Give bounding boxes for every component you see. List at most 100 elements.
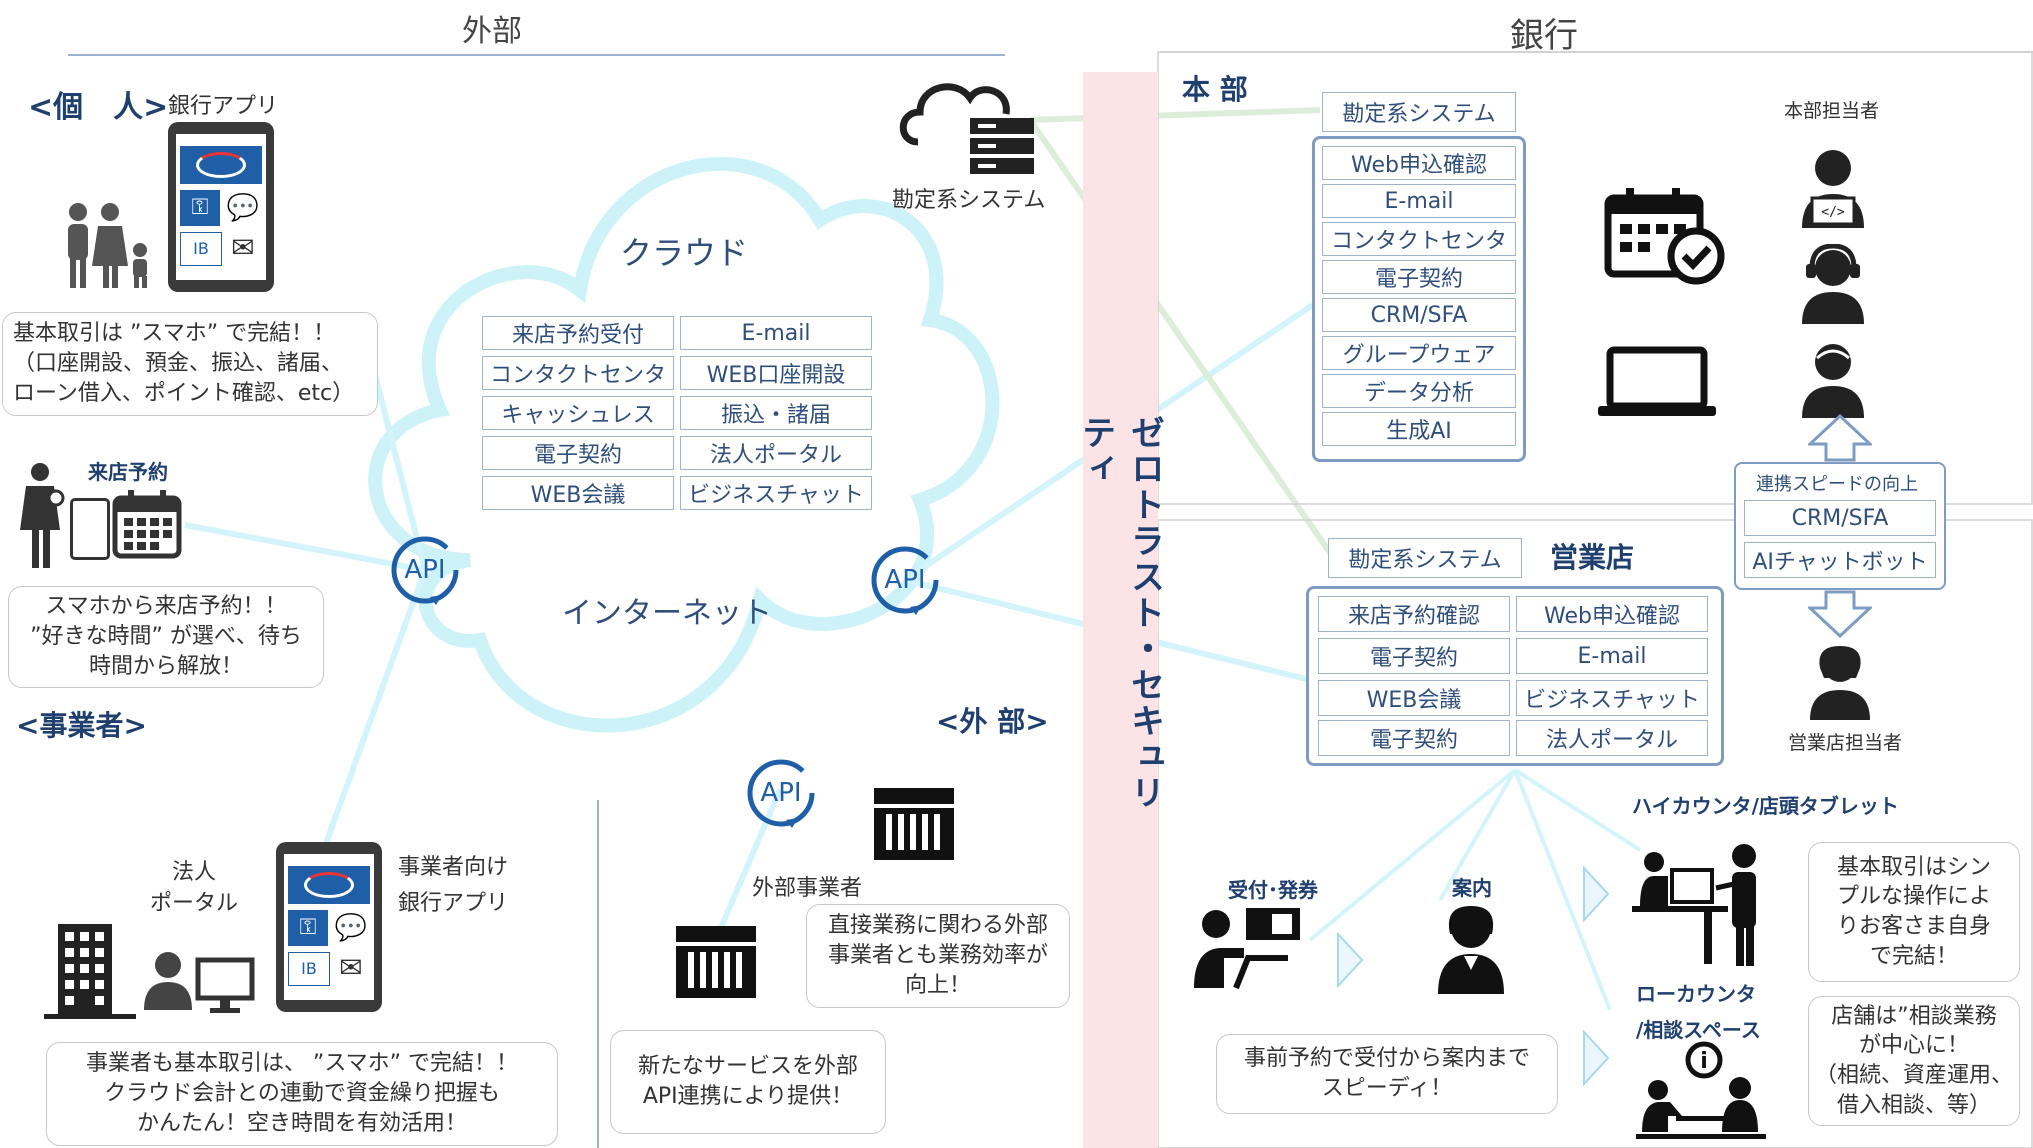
vendor-building-icon-2 <box>676 926 756 998</box>
hq-system-7: 生成AI <box>1322 412 1516 446</box>
ib-icon: IB <box>180 232 222 266</box>
branch-system-0-0: 来店予約確認 <box>1318 596 1510 632</box>
svg-text:</>: </> <box>1821 205 1845 220</box>
business-bubble: 事業者も基本取引は、 ”スマホ” で完結！！ クラウド会計との連動で資金繰り把握… <box>46 1042 558 1146</box>
developer-icon: </> <box>1802 150 1864 228</box>
ib-icon: IB <box>288 952 330 986</box>
guide-label: 案内 <box>1452 876 1492 900</box>
hq-staff-label: 本部担当者 <box>1784 100 1880 122</box>
external-header: 外部 <box>462 14 522 49</box>
svg-text:i: i <box>1700 1049 1708 1074</box>
hq-system-0: Web申込確認 <box>1322 146 1516 180</box>
laptop-icon <box>1598 346 1716 416</box>
branch-system-1-1: E-mail <box>1516 638 1708 674</box>
hq-title: 本 部 <box>1182 73 1248 106</box>
right-arrow-icon <box>1337 932 1364 988</box>
branch-system-0-1: Web申込確認 <box>1516 596 1708 632</box>
business-app-label: 事業者向け 銀行アプリ <box>398 855 509 917</box>
link-item-1: AIチャットボット <box>1744 542 1936 578</box>
hq-core-system: 勘定系システム <box>1322 92 1516 132</box>
mail-icon: ✉ <box>339 951 363 984</box>
reservation-label: 来店予約 <box>88 460 168 484</box>
cloud-service-4-1: ビジネスチャット <box>680 476 872 510</box>
branch-system-2-0: WEB会議 <box>1318 680 1510 716</box>
cloud-core-label: 勘定系システム <box>892 188 1046 213</box>
hq-system-3: 電子契約 <box>1322 260 1516 294</box>
cloud-service-2-0: キャッシュレス <box>482 396 674 430</box>
link-item-0: CRM/SFA <box>1744 500 1936 536</box>
low-counter-label: ローカウンタ /相談スペース <box>1636 982 1761 1042</box>
cloud-service-3-0: 電子契約 <box>482 436 674 470</box>
bank-app-phone[interactable]: ⚿ 💬 IB ✉ <box>168 122 274 292</box>
operator-icon <box>1802 244 1864 324</box>
reservation-bubble: スマホから来店予約！！ ”好きな時間” が選べ、待ち 時間から解放！ <box>8 586 324 688</box>
office-building-icon <box>44 924 136 1019</box>
hq-system-1: E-mail <box>1322 184 1516 218</box>
ticket-machine-icon <box>1194 908 1300 990</box>
cloud-shape <box>368 156 1000 733</box>
chat-icon: 💬 <box>226 193 260 223</box>
mail-icon: ✉ <box>231 231 255 264</box>
high-counter-icon <box>1632 844 1756 966</box>
corporate-portal-label: 法人 ポータル <box>150 860 239 916</box>
right-arrow-icon-3 <box>1583 1030 1610 1086</box>
api-icon-right: API <box>870 545 940 615</box>
vendor-label: 外部事業者 <box>752 876 863 901</box>
link-speed-title: 連携スピードの向上 <box>1756 474 1918 495</box>
bank-app-label: 銀行アプリ <box>168 94 279 119</box>
bank-logo-icon <box>288 866 370 904</box>
reception-bubble: 事前予約で受付から案内まで スピーディ！ <box>1216 1034 1558 1114</box>
branch-staff-icon <box>1810 646 1870 720</box>
branch-system-2-1: ビジネスチャット <box>1516 680 1708 716</box>
key-icon: ⚿ <box>288 910 328 946</box>
cloud-service-1-0: コンタクトセンタ <box>482 356 674 390</box>
individual-bubble: 基本取引は ”スマホ” で完結！！ （口座開設、預金、振込、諸届、 ローン借入、… <box>2 312 378 416</box>
up-arrow-icon <box>1808 414 1872 462</box>
external-vendor-title: <外 部> <box>936 705 1049 738</box>
hq-system-6: データ分析 <box>1322 374 1516 408</box>
chat-icon: 💬 <box>334 913 368 943</box>
cloud-service-4-0: WEB会議 <box>482 476 674 510</box>
reception-label: 受付･発券 <box>1228 878 1318 902</box>
api-icon-left: API <box>390 535 460 605</box>
low-counter-bubble: 店舗は”相談業務 が中心に！ （相続、資産運用、 借入相談、等） <box>1808 996 2020 1126</box>
hq-system-2: コンタクトセンタ <box>1322 222 1516 256</box>
bank-header: 銀行 <box>1510 16 1578 56</box>
mother-child-icon <box>20 463 65 568</box>
bank-logo-icon <box>180 146 262 184</box>
branch-title: 営業店 <box>1550 541 1635 574</box>
hq-system-5: グループウェア <box>1322 336 1516 370</box>
vendor-new-bubble: 新たなサービスを外部 API連携により提供！ <box>610 1030 886 1134</box>
zero-trust-band <box>1083 72 1158 1148</box>
right-arrow-icon-2 <box>1583 866 1610 922</box>
branch-staff-label: 営業店担当者 <box>1788 732 1903 754</box>
family-icon <box>68 203 147 288</box>
branch-system-1-0: 電子契約 <box>1318 638 1510 674</box>
cloud-service-0-1: E-mail <box>680 316 872 350</box>
branch-core-system: 勘定系システム <box>1328 538 1522 578</box>
high-counter-bubble: 基本取引はシン プルな操作によ りお客さま自身 で完結！ <box>1808 842 2020 982</box>
individual-title: <個 人> <box>28 90 169 125</box>
hq-system-4: CRM/SFA <box>1322 298 1516 332</box>
down-arrow-icon <box>1808 590 1872 638</box>
key-icon: ⚿ <box>180 190 220 226</box>
api-icon-external: API <box>746 758 816 828</box>
cloud-service-1-1: WEB口座開設 <box>680 356 872 390</box>
zero-trust-label: ゼロトラスト・セキュリティ <box>1075 415 1165 811</box>
consultation-icon: i <box>1636 1041 1766 1139</box>
hq-staff-icon <box>1802 344 1864 418</box>
branch-system-3-0: 電子契約 <box>1318 720 1510 756</box>
cloud-server-icon <box>899 83 1034 174</box>
high-counter-label: ハイカウンタ/店頭タブレット <box>1632 794 1899 818</box>
internet-label: インターネット <box>562 596 772 631</box>
smartphone-icon <box>70 498 110 560</box>
calendar-icon <box>112 490 182 559</box>
business-title: <事業者> <box>16 709 147 742</box>
guide-staff-icon <box>1438 906 1504 994</box>
vendor-direct-bubble: 直接業務に関わる外部 事業者とも業務効率が 向上！ <box>806 904 1070 1008</box>
vendor-building-icon <box>874 788 954 860</box>
calendar-check-icon <box>1604 188 1725 285</box>
cloud-service-0-0: 来店予約受付 <box>482 316 674 350</box>
cloud-title: クラウド <box>620 234 749 272</box>
business-app-phone[interactable]: ⚿ 💬 IB ✉ <box>276 842 382 1012</box>
